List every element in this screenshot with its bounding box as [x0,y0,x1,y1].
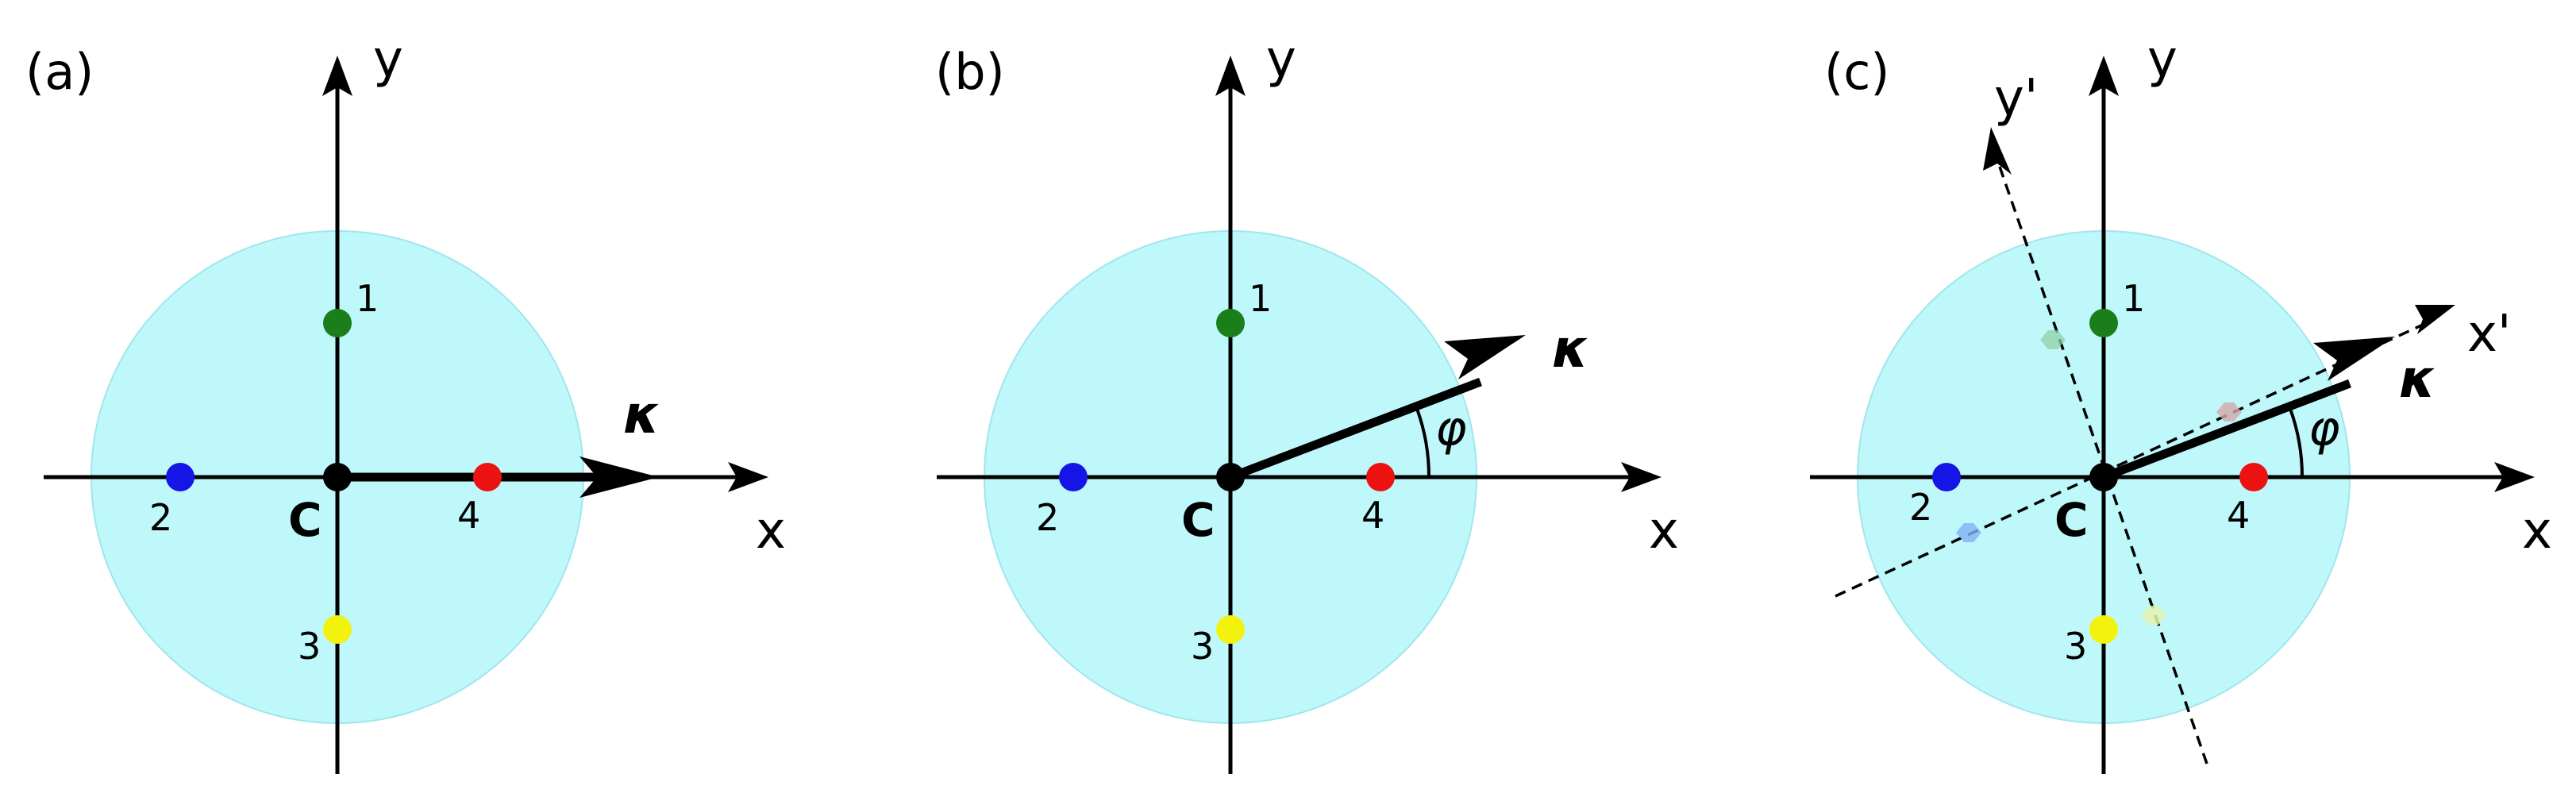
panel-c-point-3 [2089,615,2118,644]
panel-b-angle-label: φ [1435,401,1467,456]
panel-c-x-prime-axis [1835,323,2424,598]
panel-c-point-4 [2239,463,2268,491]
panel-a-label-1: 1 [356,277,379,320]
panel-c-label: (c) [1824,43,1889,101]
panel-c-kappa-label: κ [2399,349,2436,410]
panel-c-point-2 [1932,463,1961,491]
panel-a-point-3 [323,615,352,644]
panel-c-y-arrowhead [2089,56,2119,96]
panel-c: (c) x y x' y' φ κ 1 2 3 4 [1810,30,2552,774]
panel-a-point-2 [166,463,194,491]
panel-c-y-prime-arrowhead [1983,127,2012,175]
panel-b-point-3 [1216,615,1245,644]
panel-a-x-label: x [756,502,786,560]
panel-b-y-arrowhead [1215,56,1246,96]
panel-c-center-label: C [2054,493,2089,547]
panel-b-label-3: 3 [1191,625,1214,668]
panel-b-point-4 [1366,463,1395,491]
panel-c-ghost-point-4 [2216,402,2242,422]
panel-c-label-1: 1 [2122,277,2145,320]
panel-b-center-label: C [1181,493,1215,547]
panel-b-kappa-label: κ [1552,318,1589,379]
panel-c-ghost-point-1 [2040,330,2066,349]
panel-a-y-arrowhead [322,56,352,96]
panel-c-angle-arc [2289,408,2305,478]
panel-c-y-label: y [2147,30,2177,89]
panel-a-label: (a) [25,43,94,101]
panel-c-label-4: 4 [2227,494,2250,537]
panel-a-label-2: 2 [149,496,172,539]
panel-b-center-point [1216,463,1245,491]
panel-a-kappa-label: κ [623,384,660,445]
panel-a-point-4 [473,463,502,491]
panel-c-angle-label: φ [2308,401,2340,456]
panel-c-x-prime-arrowhead [2415,305,2455,334]
panel-b-label-4: 4 [1361,494,1384,537]
panel-b-y-label: y [1266,30,1296,89]
panel-b-x-arrowhead [1621,462,1662,492]
panel-c-kappa-vector [2102,379,2351,482]
panel-c-x-label: x [2522,502,2552,560]
panel-a-y-label: y [373,30,403,89]
panel-b-kappa-vector [1229,377,1482,482]
panel-c-y-prime-label: y' [1994,69,2038,128]
panel-b-label-1: 1 [1249,277,1272,320]
panel-c-label-3: 3 [2064,625,2087,668]
panel-c-x-prime-label: x' [2467,305,2511,364]
panel-a-center-point [323,463,352,491]
panel-c-point-1 [2089,309,2118,337]
panel-c-label-2: 2 [1909,486,1932,529]
panel-b-angle-arc [1415,408,1431,478]
panel-c-ghost-point-3 [2141,606,2166,625]
panel-b-label: (b) [935,43,1005,101]
panel-b-kappa-arrowhead [1444,335,1526,379]
panel-b-point-1 [1216,309,1245,337]
panel-a-point-1 [323,309,352,337]
panel-b-x-label: x [1649,502,1679,560]
panel-b: (b) x y φ κ 1 2 3 4 C [935,30,1679,774]
panel-a-center-label: C [288,493,322,547]
panel-c-x-arrowhead [2494,462,2535,492]
panel-b-point-2 [1059,463,1088,491]
panel-a-label-4: 4 [457,494,480,537]
panel-c-kappa-arrowhead [2313,337,2395,381]
panel-c-center-point [2089,463,2118,491]
panel-a-label-3: 3 [298,625,321,668]
panel-b-label-2: 2 [1036,496,1059,539]
panel-a-x-arrowhead [728,462,768,492]
panel-a-kappa-arrowhead [580,456,659,498]
panel-a: (a) x y κ 1 2 3 4 C [25,30,786,774]
panel-c-ghost-point-2 [1956,523,1981,542]
